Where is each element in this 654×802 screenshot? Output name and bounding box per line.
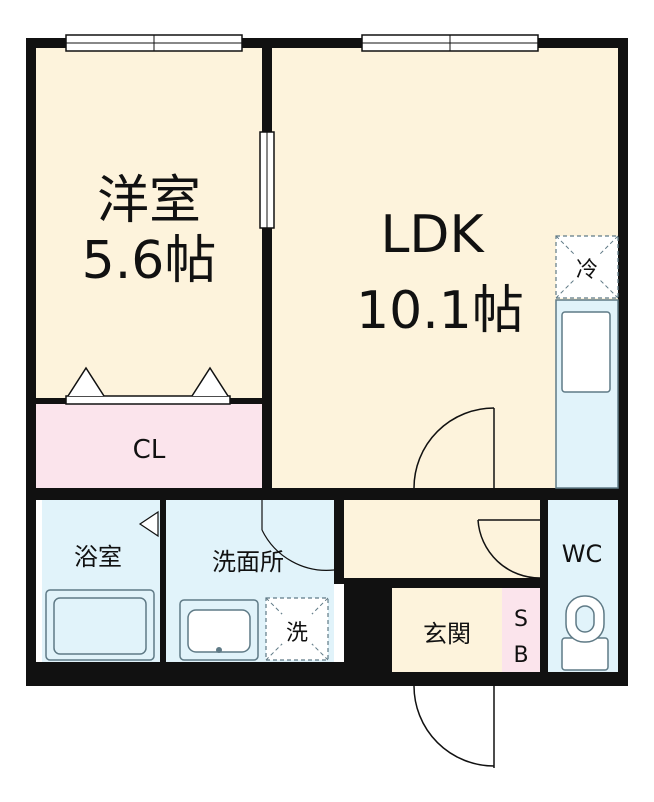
shoebox-floor <box>502 588 540 672</box>
western-room-name: 洋室 <box>97 171 201 231</box>
hall-floor <box>344 500 540 580</box>
shoebox-label-s: S <box>514 607 528 632</box>
ldk-floor <box>272 46 556 488</box>
fridge-label: 冷 <box>576 258 598 283</box>
walls <box>26 38 628 686</box>
ldk-room-name: LDK <box>380 205 485 265</box>
western-window <box>65 34 243 52</box>
washer-label: 洗 <box>286 621 308 646</box>
shoebox-label-b: B <box>513 643 528 668</box>
entrance-label: 玄関 <box>423 620 471 648</box>
entrance-floor <box>392 588 502 672</box>
closet-floor <box>36 404 262 488</box>
ldk-door <box>413 407 495 490</box>
closet-doors <box>65 366 231 405</box>
washbasin <box>179 599 259 661</box>
fridge-space <box>555 235 619 299</box>
ldk-room-size: 10.1帖 <box>356 281 524 341</box>
washroom-door <box>261 500 335 571</box>
toilet <box>561 595 609 671</box>
entrance-door <box>413 685 495 768</box>
western-room-size: 5.6帖 <box>82 231 217 291</box>
bathtub <box>45 589 155 661</box>
washer-space <box>265 597 329 661</box>
bath-label: 浴室 <box>74 543 122 571</box>
washroom-label: 洗面所 <box>212 548 284 576</box>
sliding-partition <box>259 131 275 229</box>
kitchen-counter <box>555 299 619 489</box>
bath-door <box>138 510 159 538</box>
wc-door <box>477 519 541 579</box>
western-room-floor <box>36 46 262 398</box>
toilet-label: WC <box>562 540 603 568</box>
ldk-window <box>361 34 539 52</box>
closet-label: CL <box>133 435 166 465</box>
